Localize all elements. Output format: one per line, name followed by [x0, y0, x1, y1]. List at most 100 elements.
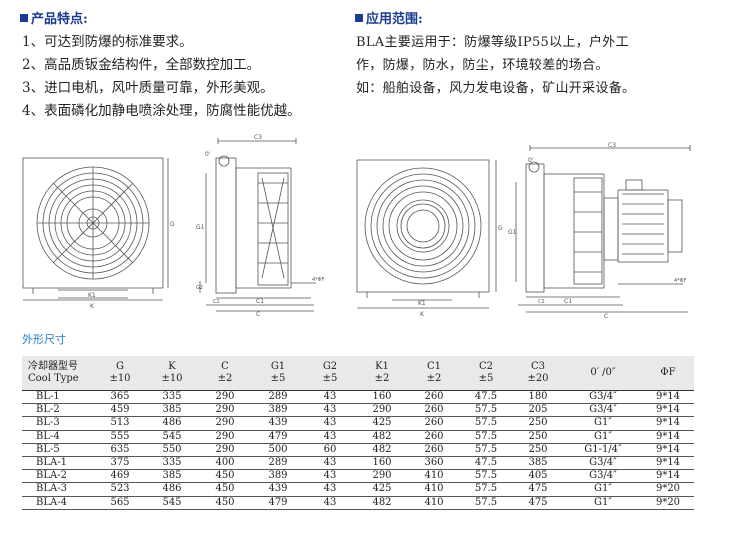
- feature-item-2: 2、高品质钣金结构件，全部数控加工。: [22, 57, 261, 73]
- table-cell: 43: [304, 469, 356, 484]
- table-cell: 57.5: [460, 496, 512, 510]
- table-cell: 335: [146, 389, 198, 405]
- model-cell: BLA-3: [22, 482, 94, 497]
- bl-side-view-drawing: 0' C3 G1 G2 C1 C C2 4*ΦF: [196, 133, 346, 318]
- table-cell: 335: [146, 456, 198, 471]
- table-cell: 513: [94, 416, 146, 431]
- model-cell: BL-4: [22, 430, 94, 444]
- table-cell: 475: [512, 482, 564, 497]
- table-cell: G3/4″: [564, 469, 642, 484]
- application-line-2: 作，防爆，防水，防尘，环境较差的场合。: [356, 58, 609, 73]
- table-cell: 57.5: [460, 482, 512, 497]
- square-bullet-icon: [20, 14, 28, 22]
- application-line-1: BLA主要运用于：防爆等级IP55以上，户外工: [356, 35, 629, 50]
- table-cell: 57.5: [460, 430, 512, 444]
- table-cell: 290: [198, 430, 252, 444]
- table-cell: 475: [512, 496, 564, 510]
- header-c2: C2±5: [478, 361, 494, 384]
- table-cell: 43: [304, 389, 356, 405]
- dimensions-title: 外形尺寸: [22, 333, 66, 346]
- table-cell: 260: [408, 403, 460, 418]
- table-cell: 289: [252, 389, 304, 405]
- dim-label-g: G: [498, 225, 503, 232]
- table-cell: 550: [146, 443, 198, 457]
- table-cell: 450: [198, 469, 252, 484]
- table-cell: 47.5: [460, 456, 512, 471]
- table-cell: 57.5: [460, 403, 512, 418]
- table-cell: 290: [198, 416, 252, 431]
- header-g1: G1±5: [270, 361, 286, 384]
- table-cell: 385: [512, 456, 564, 471]
- model-cell: BL-2: [22, 403, 94, 418]
- dim-label-g2: G2: [196, 285, 203, 291]
- dim-label-c: C: [604, 313, 608, 320]
- table-cell: 290: [198, 389, 252, 405]
- bl-front-view-drawing: K1 K G: [18, 150, 198, 320]
- table-cell: 160: [356, 456, 408, 471]
- table-cell: 459: [94, 403, 146, 418]
- table-cell: 469: [94, 469, 146, 484]
- dim-label-hole: 4*ΦF: [674, 278, 687, 284]
- table-cell: 410: [408, 496, 460, 510]
- applications-heading: 应用范围:: [355, 8, 423, 27]
- dim-label-c3: C3: [608, 142, 616, 149]
- model-cell: BL-3: [22, 416, 94, 431]
- table-cell: G1″: [564, 416, 642, 431]
- dim-label-g: G: [170, 221, 175, 228]
- table-cell: 250: [512, 443, 564, 457]
- table-cell: 545: [146, 496, 198, 510]
- table-cell: 250: [512, 430, 564, 444]
- table-cell: 9*14: [642, 456, 694, 471]
- table-cell: 9*14: [642, 430, 694, 444]
- table-cell: 635: [94, 443, 146, 457]
- table-cell: 43: [304, 482, 356, 497]
- dim-label-port: 0': [528, 157, 534, 164]
- table-cell: 9*14: [642, 443, 694, 457]
- table-cell: 180: [512, 389, 564, 405]
- table-cell: G1-1/4″: [564, 443, 642, 457]
- feature-item-4: 4、表面磷化加静电喷涂处理，防腐性能优越。: [22, 103, 301, 119]
- table-cell: 290: [356, 469, 408, 484]
- header-c: C±2: [217, 361, 233, 384]
- bla-front-view-drawing: K1 K G: [352, 150, 512, 320]
- table-cell: 565: [94, 496, 146, 510]
- table-cell: 9*14: [642, 403, 694, 418]
- dim-label-c2: C2: [213, 299, 220, 305]
- dim-label-hole: 4*ΦF: [312, 277, 325, 283]
- header-hole: ΦF: [660, 367, 676, 378]
- table-cell: 360: [408, 456, 460, 471]
- dim-label-c3: C3: [254, 134, 262, 141]
- table-cell: 160: [356, 389, 408, 405]
- table-cell: 43: [304, 496, 356, 510]
- table-cell: G3/4″: [564, 456, 642, 471]
- table-cell: G3/4″: [564, 389, 642, 405]
- table-cell: 205: [512, 403, 564, 418]
- table-cell: 523: [94, 482, 146, 497]
- table-cell: 482: [356, 496, 408, 510]
- table-cell: 43: [304, 430, 356, 444]
- dim-label-port: 0': [205, 151, 211, 158]
- table-cell: 43: [304, 403, 356, 418]
- table-cell: 43: [304, 456, 356, 471]
- table-cell: G1″: [564, 430, 642, 444]
- table-cell: 486: [146, 482, 198, 497]
- table-cell: G1″: [564, 496, 642, 510]
- table-cell: 57.5: [460, 416, 512, 431]
- dim-label-c1: C1: [564, 298, 572, 305]
- dim-label-g1: G1: [196, 224, 205, 231]
- table-cell: 450: [198, 482, 252, 497]
- model-cell: BLA-2: [22, 469, 94, 484]
- table-cell: 57.5: [460, 443, 512, 457]
- table-cell: 500: [252, 443, 304, 457]
- table-cell: 47.5: [460, 389, 512, 405]
- header-k1: K1±2: [374, 361, 390, 384]
